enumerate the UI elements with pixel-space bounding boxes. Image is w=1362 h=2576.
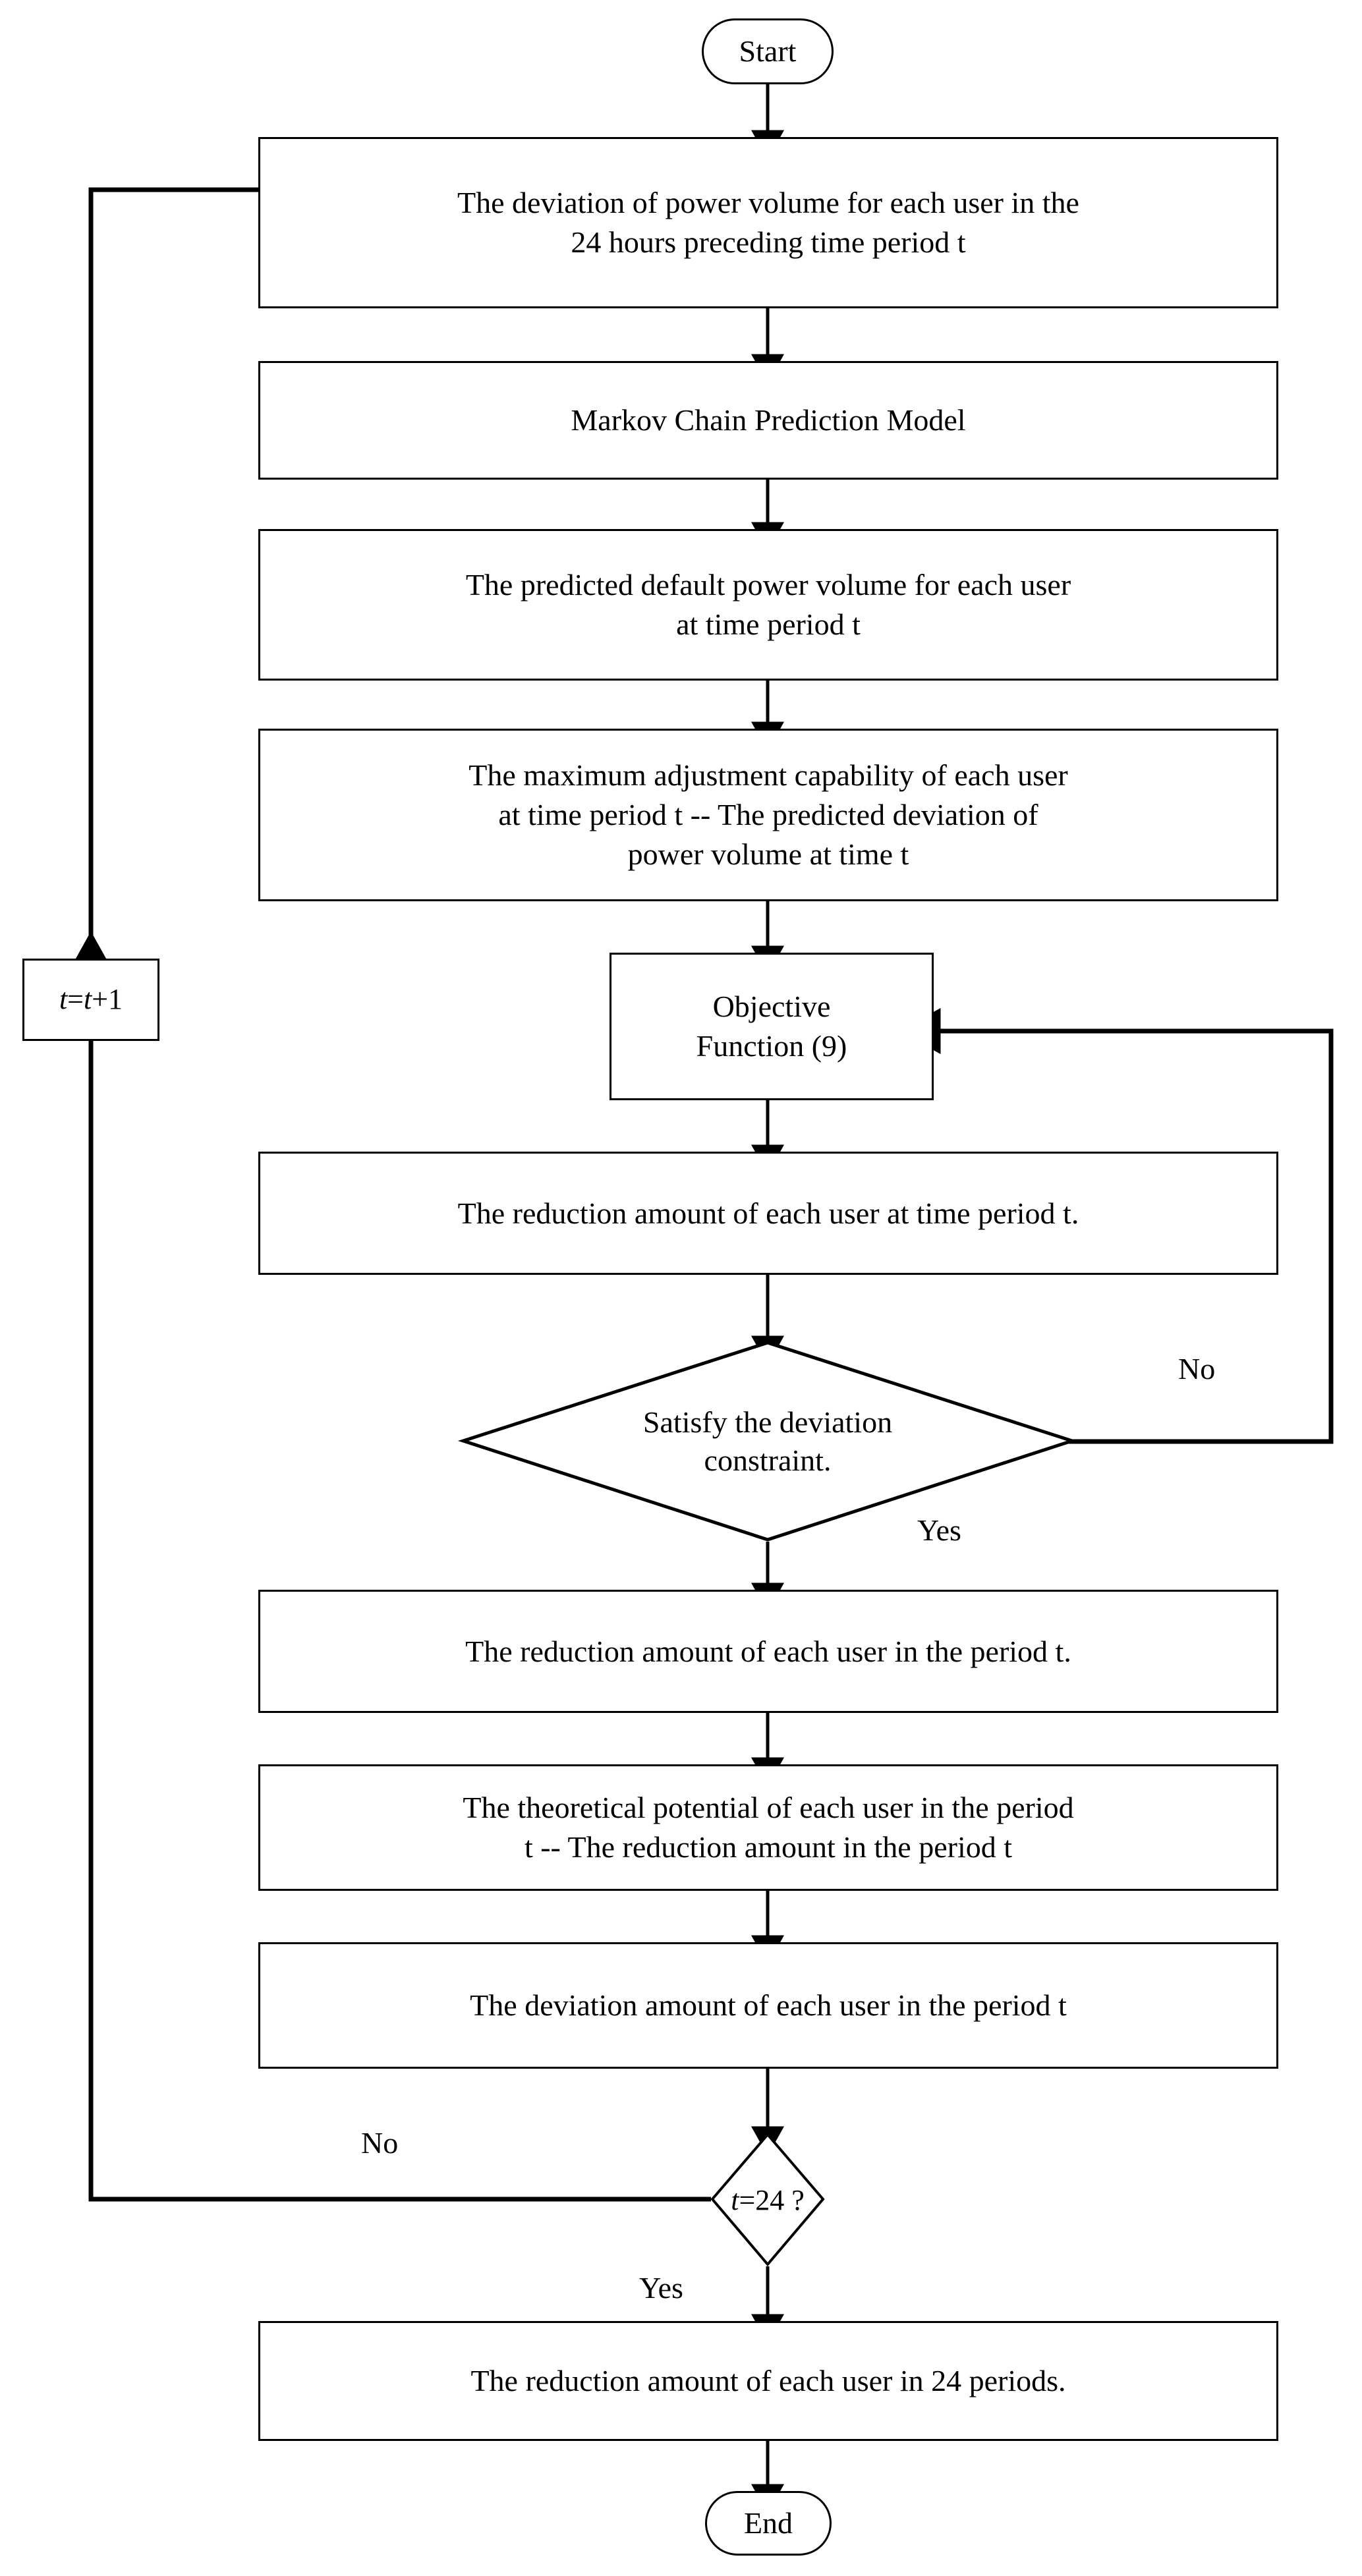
node-decision-satisfy-constraint[interactable]: Satisfy the deviation constraint. [457,1341,1078,1542]
node-box1-line2: 24 hours preceding time period t [571,225,966,259]
node-box8-line1: The theoretical potential of each user i… [463,1791,1074,1825]
node-box4[interactable]: The maximum adjustment capability of eac… [258,729,1278,901]
node-box7[interactable]: The reduction amount of each user in the… [258,1590,1278,1713]
node-box9[interactable]: The deviation amount of each user in the… [258,1942,1278,2069]
node-increment[interactable]: t=t+1 [22,959,159,1041]
node-start-label: Start [739,34,797,68]
node-box4-line2: at time period t -- The predicted deviat… [498,798,1038,832]
edge-label-decision1-no: No [1178,1352,1216,1386]
node-box7-line1: The reduction amount of each user in the… [465,1634,1071,1668]
node-box8-line2: t -- The reduction amount in the period … [524,1830,1013,1864]
decision2-diamond-shape [710,2132,825,2267]
node-box4-line3: power volume at time t [627,837,909,871]
edge-label-decision2-yes: Yes [639,2271,683,2305]
node-box6[interactable]: The reduction amount of each user at tim… [258,1152,1278,1275]
node-decision-t-equals-24[interactable]: t=24 ? [710,2132,825,2267]
node-start[interactable]: Start [702,18,834,84]
node-box4-line1: The maximum adjustment capability of eac… [468,758,1068,793]
decision1-diamond-shape [457,1341,1078,1542]
node-increment-var-right: t [84,983,92,1016]
node-box10[interactable]: The reduction amount of each user in 24 … [258,2321,1278,2441]
node-box1[interactable]: The deviation of power volume for each u… [258,137,1278,308]
node-end[interactable]: End [705,2491,832,2556]
node-box3-line2: at time period t [676,607,861,641]
node-box1-line1: The deviation of power volume for each u… [457,186,1079,220]
node-objective-line2: Function (9) [696,1029,847,1063]
node-increment-plus-one: +1 [92,983,123,1016]
node-box6-line1: The reduction amount of each user at tim… [457,1196,1079,1230]
node-objective-function[interactable]: Objective Function (9) [610,953,934,1100]
node-end-label: End [743,2506,793,2540]
node-box3-line1: The predicted default power volume for e… [465,568,1071,602]
node-objective-line1: Objective [712,990,831,1024]
node-box3[interactable]: The predicted default power volume for e… [258,529,1278,681]
edge-label-decision1-yes: Yes [917,1513,961,1547]
node-box10-line1: The reduction amount of each user in 24 … [470,2364,1066,2398]
edge-label-decision2-no: No [361,2126,399,2160]
node-box8[interactable]: The theoretical potential of each user i… [258,1764,1278,1891]
node-box2-line1: Markov Chain Prediction Model [571,403,966,437]
node-box2[interactable]: Markov Chain Prediction Model [258,361,1278,480]
node-box9-line1: The deviation amount of each user in the… [470,1988,1067,2023]
node-increment-equals: = [67,983,84,1016]
node-increment-var-left: t [59,983,68,1016]
